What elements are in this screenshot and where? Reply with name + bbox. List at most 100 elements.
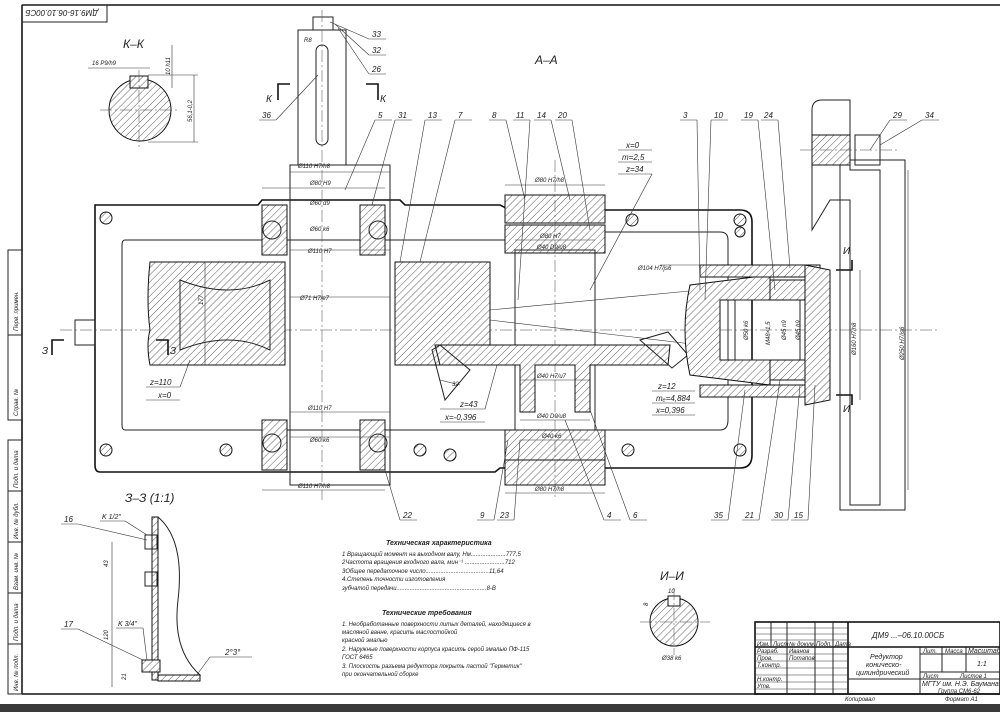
role-label: Пров. (757, 656, 773, 662)
text-line: 4.Степень точности изготовления (342, 577, 446, 583)
text-line: красной эмалью (342, 637, 388, 644)
dim-label: Ø110 H7 (307, 249, 332, 255)
callout-leader (334, 23, 370, 56)
callout-leader (704, 119, 712, 301)
callout-leader (275, 74, 319, 121)
callout-number: 20 (557, 111, 567, 120)
callout-leader (77, 628, 148, 663)
callout-leader (517, 119, 531, 301)
cut-label: З (170, 346, 176, 357)
callout-26: 26 (337, 27, 386, 75)
gear-param: z=12 (657, 382, 676, 391)
callout-number: 32 (372, 46, 381, 55)
dim-label: Ø45 n9 (782, 320, 788, 341)
strip-label: Перв. примен. (14, 291, 20, 331)
sheet-label: Лист (922, 674, 938, 680)
callout-23: 23 (497, 439, 521, 521)
gear-param: z=110 (149, 378, 172, 387)
section-33: З–З (1:1) 43 120 21 K 1/2" K 3/4" 2°3° (100, 491, 252, 687)
callout-13: 13 (399, 111, 442, 263)
callout-leader (77, 523, 148, 541)
callout-21: 21 (742, 379, 781, 521)
callout-leader (787, 384, 801, 521)
gear-param: z=43 (459, 400, 478, 409)
callout-9: 9 (477, 439, 509, 521)
callout-leader (329, 21, 370, 40)
format-label: Формат А1 (945, 697, 978, 703)
callout-15: 15 (791, 384, 816, 521)
section-kk: К–К 16 P9/h9 10 h11 56,1-0,2 (88, 37, 198, 148)
dim-label: 10 (668, 589, 675, 595)
intermediate-shaft-dims: Ø80 H7/h8 Ø80 H7 Ø40 D9/u8 Ø40 H7/u7 Ø40… (534, 178, 567, 493)
callout-leader (493, 439, 509, 521)
col-header: Лист (772, 642, 788, 648)
callout-3: 3 (680, 111, 701, 291)
callout-number: 3 (683, 111, 688, 120)
dim-label: Ø80 H7/h8 (534, 178, 565, 184)
strip-label: Подп. и дата (14, 603, 20, 641)
callout-number: 22 (402, 511, 412, 520)
dim-label: Ø80 H9 (309, 181, 331, 187)
dim-label: Ø250 H7/js6 (900, 326, 906, 361)
stamp-code: ДМ9.16-06.10.00СБ (25, 8, 99, 17)
cut-label: К (380, 94, 387, 105)
dim-label: Ø160 H7/h8 (852, 322, 858, 356)
output-shaft-dims: Ø110 H7/h8 Ø80 H9 Ø60 d9 Ø60 k6 Ø110 H7 … (199, 164, 332, 490)
callout-leader (879, 119, 923, 146)
callout-leader (419, 119, 456, 263)
tech-characteristics: Техническая характеристика 1 Вращающий м… (341, 540, 531, 678)
dim-label: Ø40 D9/u8 (536, 414, 567, 420)
callout-leader (807, 384, 816, 521)
dim-label: Ø60 d9 (309, 201, 330, 207)
callout-24: 24 (761, 111, 791, 269)
callout-leader (571, 119, 591, 231)
col-header: Подп. (816, 642, 832, 648)
callout-number: 13 (428, 111, 437, 120)
dim-label: 8 (644, 602, 650, 606)
dim-label: 10 h11 (166, 57, 172, 75)
callout-number: 30 (774, 511, 783, 520)
window-bottom-bar (0, 704, 1000, 712)
callout-leader (513, 439, 521, 521)
callout-6: 6 (589, 409, 647, 521)
callout-33: 33 (329, 21, 386, 40)
col-header: № докум. (789, 641, 815, 648)
col-header: Дата (834, 642, 851, 648)
callout-8: 8 (489, 111, 526, 201)
callout-number: 9 (480, 511, 485, 520)
dim-label: Ø38 k6 (661, 656, 682, 662)
callout-leader (777, 119, 791, 269)
callout-number: 7 (458, 111, 463, 120)
gear-param: x=0 (157, 391, 172, 400)
dim-label: Ø71 H7/e7 (299, 296, 330, 302)
dim-label: Ø40 k6 (541, 434, 562, 440)
role-label: Н.контр. (757, 677, 782, 683)
sheets-label: Листов 1 (959, 674, 987, 680)
dim-label: M48×1,5 (766, 321, 772, 345)
view-title: К–К (123, 37, 145, 51)
callout-29: 29 (869, 111, 907, 151)
callout-number: 16 (64, 515, 73, 524)
callout-number: 6 (633, 511, 638, 520)
callout-leader (696, 119, 701, 291)
callout-4: 4 (564, 419, 621, 521)
col-header: Масштаб (968, 647, 1000, 655)
callout-19: 19 (741, 111, 776, 291)
cut-markers: К К З З И И (42, 83, 853, 415)
callout-number: 11 (516, 111, 524, 120)
drawing-name: Редуктор (870, 653, 903, 661)
text-line: масляной ванне, красить маслостойкой (342, 629, 458, 636)
callout-number: 4 (607, 511, 612, 520)
dim-label: Ø110 H7 (307, 406, 332, 412)
callout-leader (869, 119, 891, 151)
dim-label: 32 (452, 382, 459, 388)
dim-label: K 3/4" (118, 621, 137, 628)
callout-leader (589, 409, 631, 521)
view-title: И–И (660, 569, 684, 583)
scale-value: 1:1 (977, 661, 987, 668)
section-heading: Технические требования (382, 609, 472, 617)
view-title: З–З (1:1) (125, 491, 174, 505)
callout-34: 34 (879, 111, 939, 146)
